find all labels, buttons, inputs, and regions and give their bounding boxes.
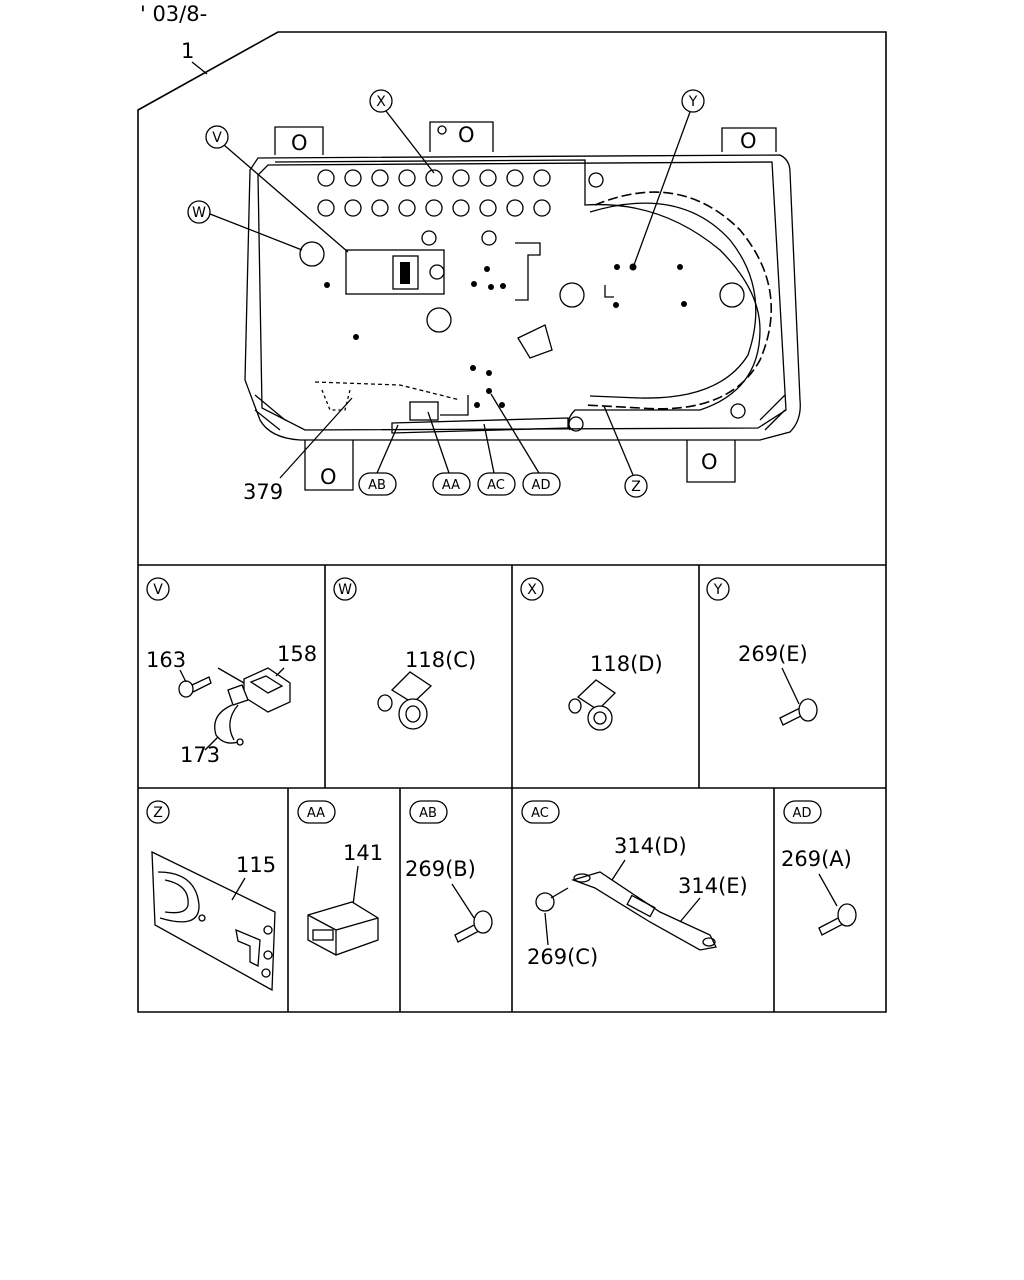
svg-text:X: X: [527, 582, 537, 598]
part-269B: 269(B): [405, 857, 476, 881]
part-314D: 314(D): [614, 834, 687, 858]
diagram-frame: [137, 31, 887, 1013]
detail-W: W 118(C): [333, 577, 476, 730]
svg-text:Z: Z: [631, 479, 641, 495]
part-158: 158: [277, 642, 317, 666]
detail-Y: Y 269(E): [706, 577, 818, 726]
svg-text:O: O: [458, 123, 475, 147]
instrument-cluster: O O O: [244, 121, 801, 491]
part-118C: 118(C): [405, 648, 476, 672]
assembly-leader: [191, 61, 208, 75]
callout-AA: AA: [427, 411, 471, 496]
detail-AB: AB 269(B): [405, 800, 493, 943]
rivets: [324, 263, 687, 408]
svg-text:AB: AB: [368, 478, 386, 493]
svg-text:Y: Y: [713, 582, 723, 598]
svg-text:AD: AD: [532, 478, 551, 493]
callout-V: V: [205, 125, 349, 253]
callout-W: W: [187, 200, 303, 251]
svg-text:O: O: [291, 131, 308, 155]
part-115: 115: [236, 853, 276, 877]
assembly-ref: 1: [181, 39, 194, 63]
svg-text:Z: Z: [153, 805, 163, 821]
svg-text:AC: AC: [487, 478, 505, 493]
detail-X: X 118(D): [520, 577, 663, 731]
callout-AC: AC: [477, 423, 516, 496]
detail-AC: AC 314(D) 314(E) 269(C): [521, 800, 748, 969]
svg-text:W: W: [192, 205, 206, 221]
callout-AD: AD: [490, 393, 561, 496]
detail-AA: AA 141: [297, 800, 383, 956]
callout-Z: Z: [603, 405, 648, 498]
part-141: 141: [343, 841, 383, 865]
svg-text:379: 379: [243, 480, 283, 504]
part-118D: 118(D): [590, 652, 663, 676]
part-269C: 269(C): [527, 945, 598, 969]
svg-text:O: O: [740, 129, 757, 153]
part-269E: 269(E): [738, 642, 808, 666]
part-163: 163: [146, 648, 186, 672]
bulb-socket-grid: [299, 169, 745, 333]
part-173: 173: [180, 743, 220, 767]
svg-text:AA: AA: [442, 478, 460, 493]
svg-text:O: O: [701, 450, 718, 474]
svg-text:X: X: [376, 94, 386, 110]
svg-text:AC: AC: [531, 806, 549, 821]
svg-text:O: O: [320, 465, 337, 489]
svg-text:V: V: [153, 582, 163, 598]
callout-AB: AB: [358, 424, 399, 496]
svg-text:AB: AB: [419, 806, 437, 821]
detail-AD: AD 269(A): [781, 800, 857, 936]
svg-text:W: W: [338, 582, 352, 598]
detail-V: V 163 158 173: [146, 577, 317, 767]
detail-Z: Z 115: [146, 800, 276, 992]
part-314E: 314(E): [678, 874, 748, 898]
part-269A: 269(A): [781, 847, 852, 871]
callout-X: X: [369, 89, 435, 174]
callout-Y: Y: [633, 89, 705, 266]
date-code: ' 03/8-: [140, 2, 207, 26]
svg-text:AA: AA: [307, 806, 325, 821]
part-379-label: 379: [243, 397, 353, 504]
svg-text:AD: AD: [793, 806, 812, 821]
svg-text:V: V: [212, 130, 222, 146]
svg-text:Y: Y: [688, 94, 698, 110]
